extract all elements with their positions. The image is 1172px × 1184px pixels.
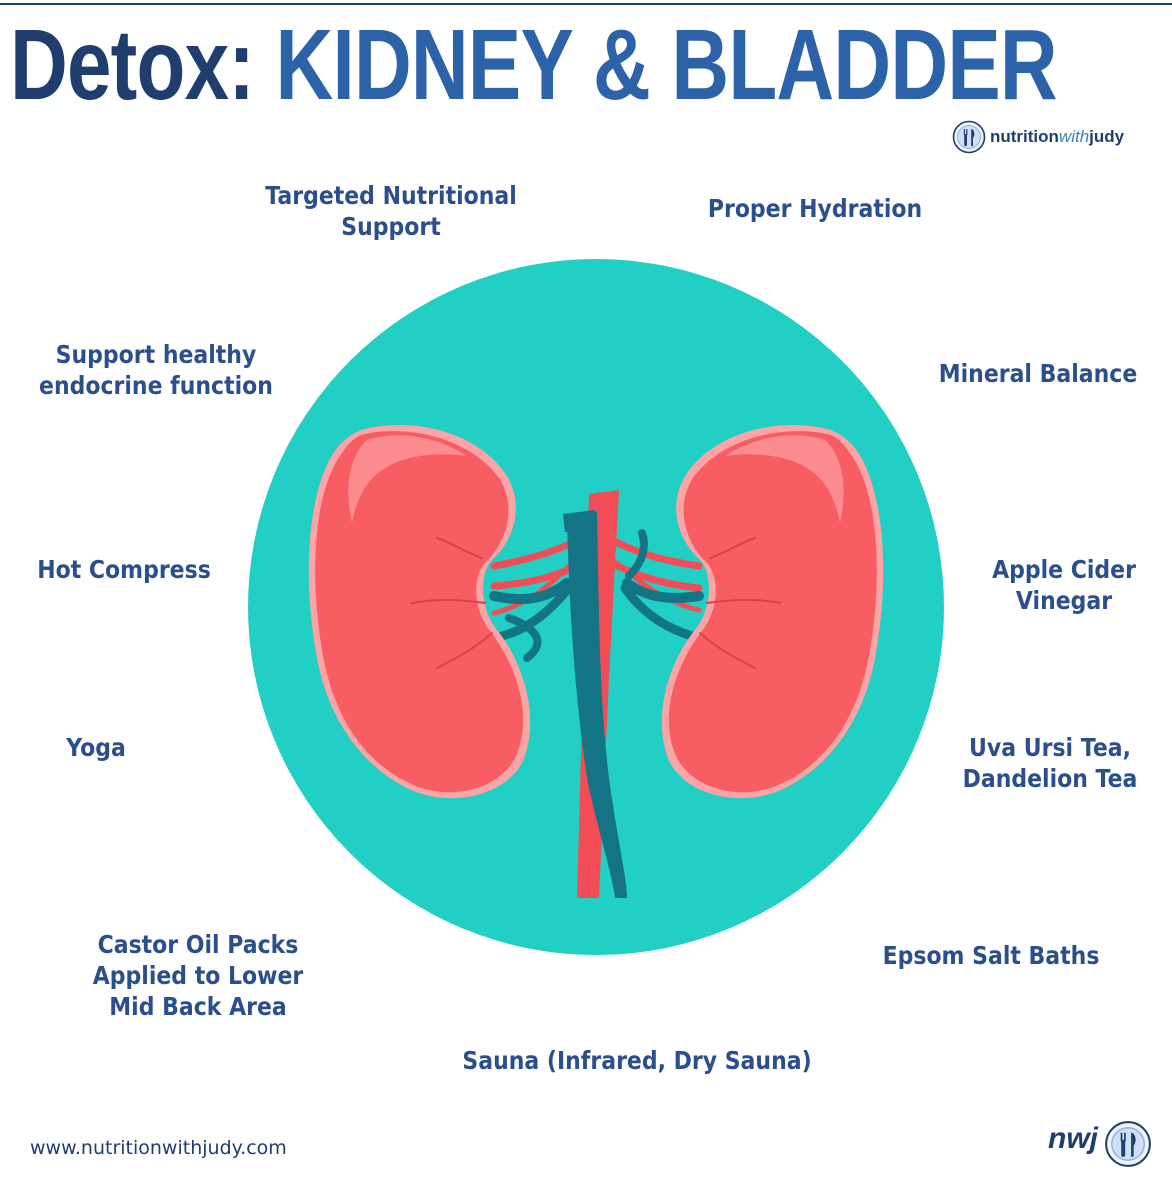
brand-name-part1: nutrition	[990, 127, 1059, 146]
tip-epsom-salt-baths: Epsom Salt Baths	[882, 941, 1100, 970]
tip-hot-compress: Hot Compress	[37, 555, 211, 584]
brand-logo: nutritionwithjudy	[952, 120, 1152, 154]
tip-proper-hydration: Proper Hydration	[707, 194, 923, 223]
nwj-mark: nwj	[1048, 1122, 1098, 1155]
top-rule	[0, 3, 1172, 5]
brand-name-part3: judy	[1089, 127, 1125, 146]
tip-mineral-balance: Mineral Balance	[938, 359, 1138, 388]
brand-name: nutritionwithjudy	[990, 127, 1124, 147]
website-url: www.nutritionwithjudy.com	[30, 1137, 287, 1159]
title-prefix: Detox:	[10, 9, 276, 121]
tip-yoga: Yoga	[66, 733, 126, 762]
title-main: KIDNEY & BLADDER	[275, 9, 1058, 121]
kidneys-icon	[308, 425, 884, 898]
fork-knife-icon	[952, 120, 986, 154]
kidneys-illustration	[248, 259, 944, 955]
tip-herbal-tea: Uva Ursi Tea,Dandelion Tea	[962, 733, 1138, 793]
fork-knife-icon	[1105, 1121, 1151, 1167]
tip-sauna: Sauna (Infrared, Dry Sauna)	[462, 1046, 812, 1075]
brand-name-part2: with	[1058, 127, 1090, 146]
page-title: Detox: KIDNEY & BLADDER	[10, 9, 1058, 121]
